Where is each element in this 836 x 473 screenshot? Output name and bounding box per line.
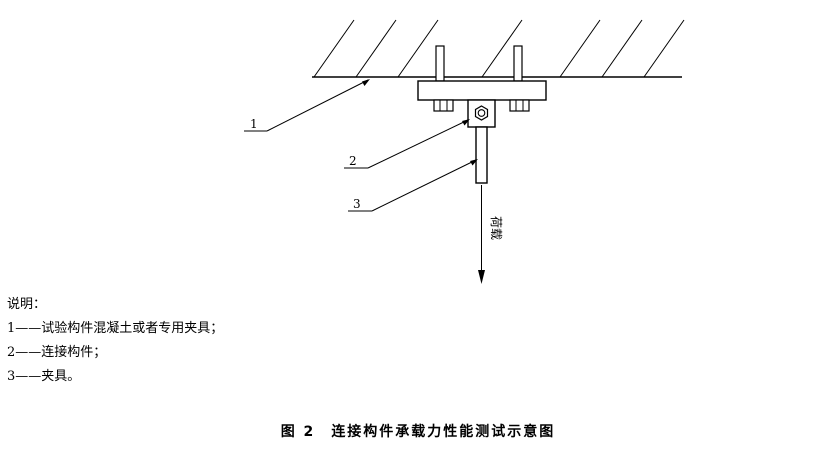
legend-heading: 说明：: [7, 297, 47, 312]
legend-item-text: 试验构件混凝土或者专用夹具；: [41, 321, 224, 336]
legend-item-number: 3: [7, 369, 16, 384]
legend-item-1: 1——试验构件混凝土或者专用夹具；: [7, 317, 223, 341]
nut-left: [433, 99, 454, 112]
legend-item-3: 3——夹具。: [7, 365, 223, 389]
legend-item-dash: ——: [15, 345, 42, 360]
figure-caption: 图 2 连接构件承载力性能测试示意图: [0, 421, 836, 441]
connector-rod: [475, 126, 488, 184]
test-setup-diagram: 荷载 1 2 3: [244, 19, 685, 284]
figure-number: 图 2: [280, 424, 316, 440]
load-arrow-head: [478, 270, 485, 284]
callout-3: 3: [348, 159, 478, 212]
legend-item-text: 连接构件；: [41, 345, 107, 360]
legend-item-text: 夹具。: [41, 369, 81, 384]
legend: 说明： 1——试验构件混凝土或者专用夹具； 2——连接构件； 3——夹具。: [7, 293, 223, 389]
load-label: 荷载: [489, 216, 503, 240]
nut-right: [509, 99, 530, 112]
callout-1: 1: [244, 79, 370, 132]
callout-number-3: 3: [353, 197, 361, 211]
legend-item-number: 1: [7, 321, 16, 336]
callout-number-1: 1: [250, 117, 258, 131]
legend-item-2: 2——连接构件；: [7, 341, 223, 365]
anchor-bolt-left: [435, 45, 445, 82]
anchor-bolt-right: [513, 45, 523, 82]
callout-number-2: 2: [349, 154, 357, 168]
figure-title: 连接构件承载力性能测试示意图: [331, 424, 556, 440]
concrete-specimen-hatching: [313, 19, 685, 78]
legend-item-dash: ——: [15, 321, 42, 336]
clamp-plate: [417, 80, 547, 101]
legend-item-dash: ——: [15, 369, 42, 384]
legend-item-number: 2: [7, 345, 16, 360]
callout-2: 2: [344, 119, 470, 169]
